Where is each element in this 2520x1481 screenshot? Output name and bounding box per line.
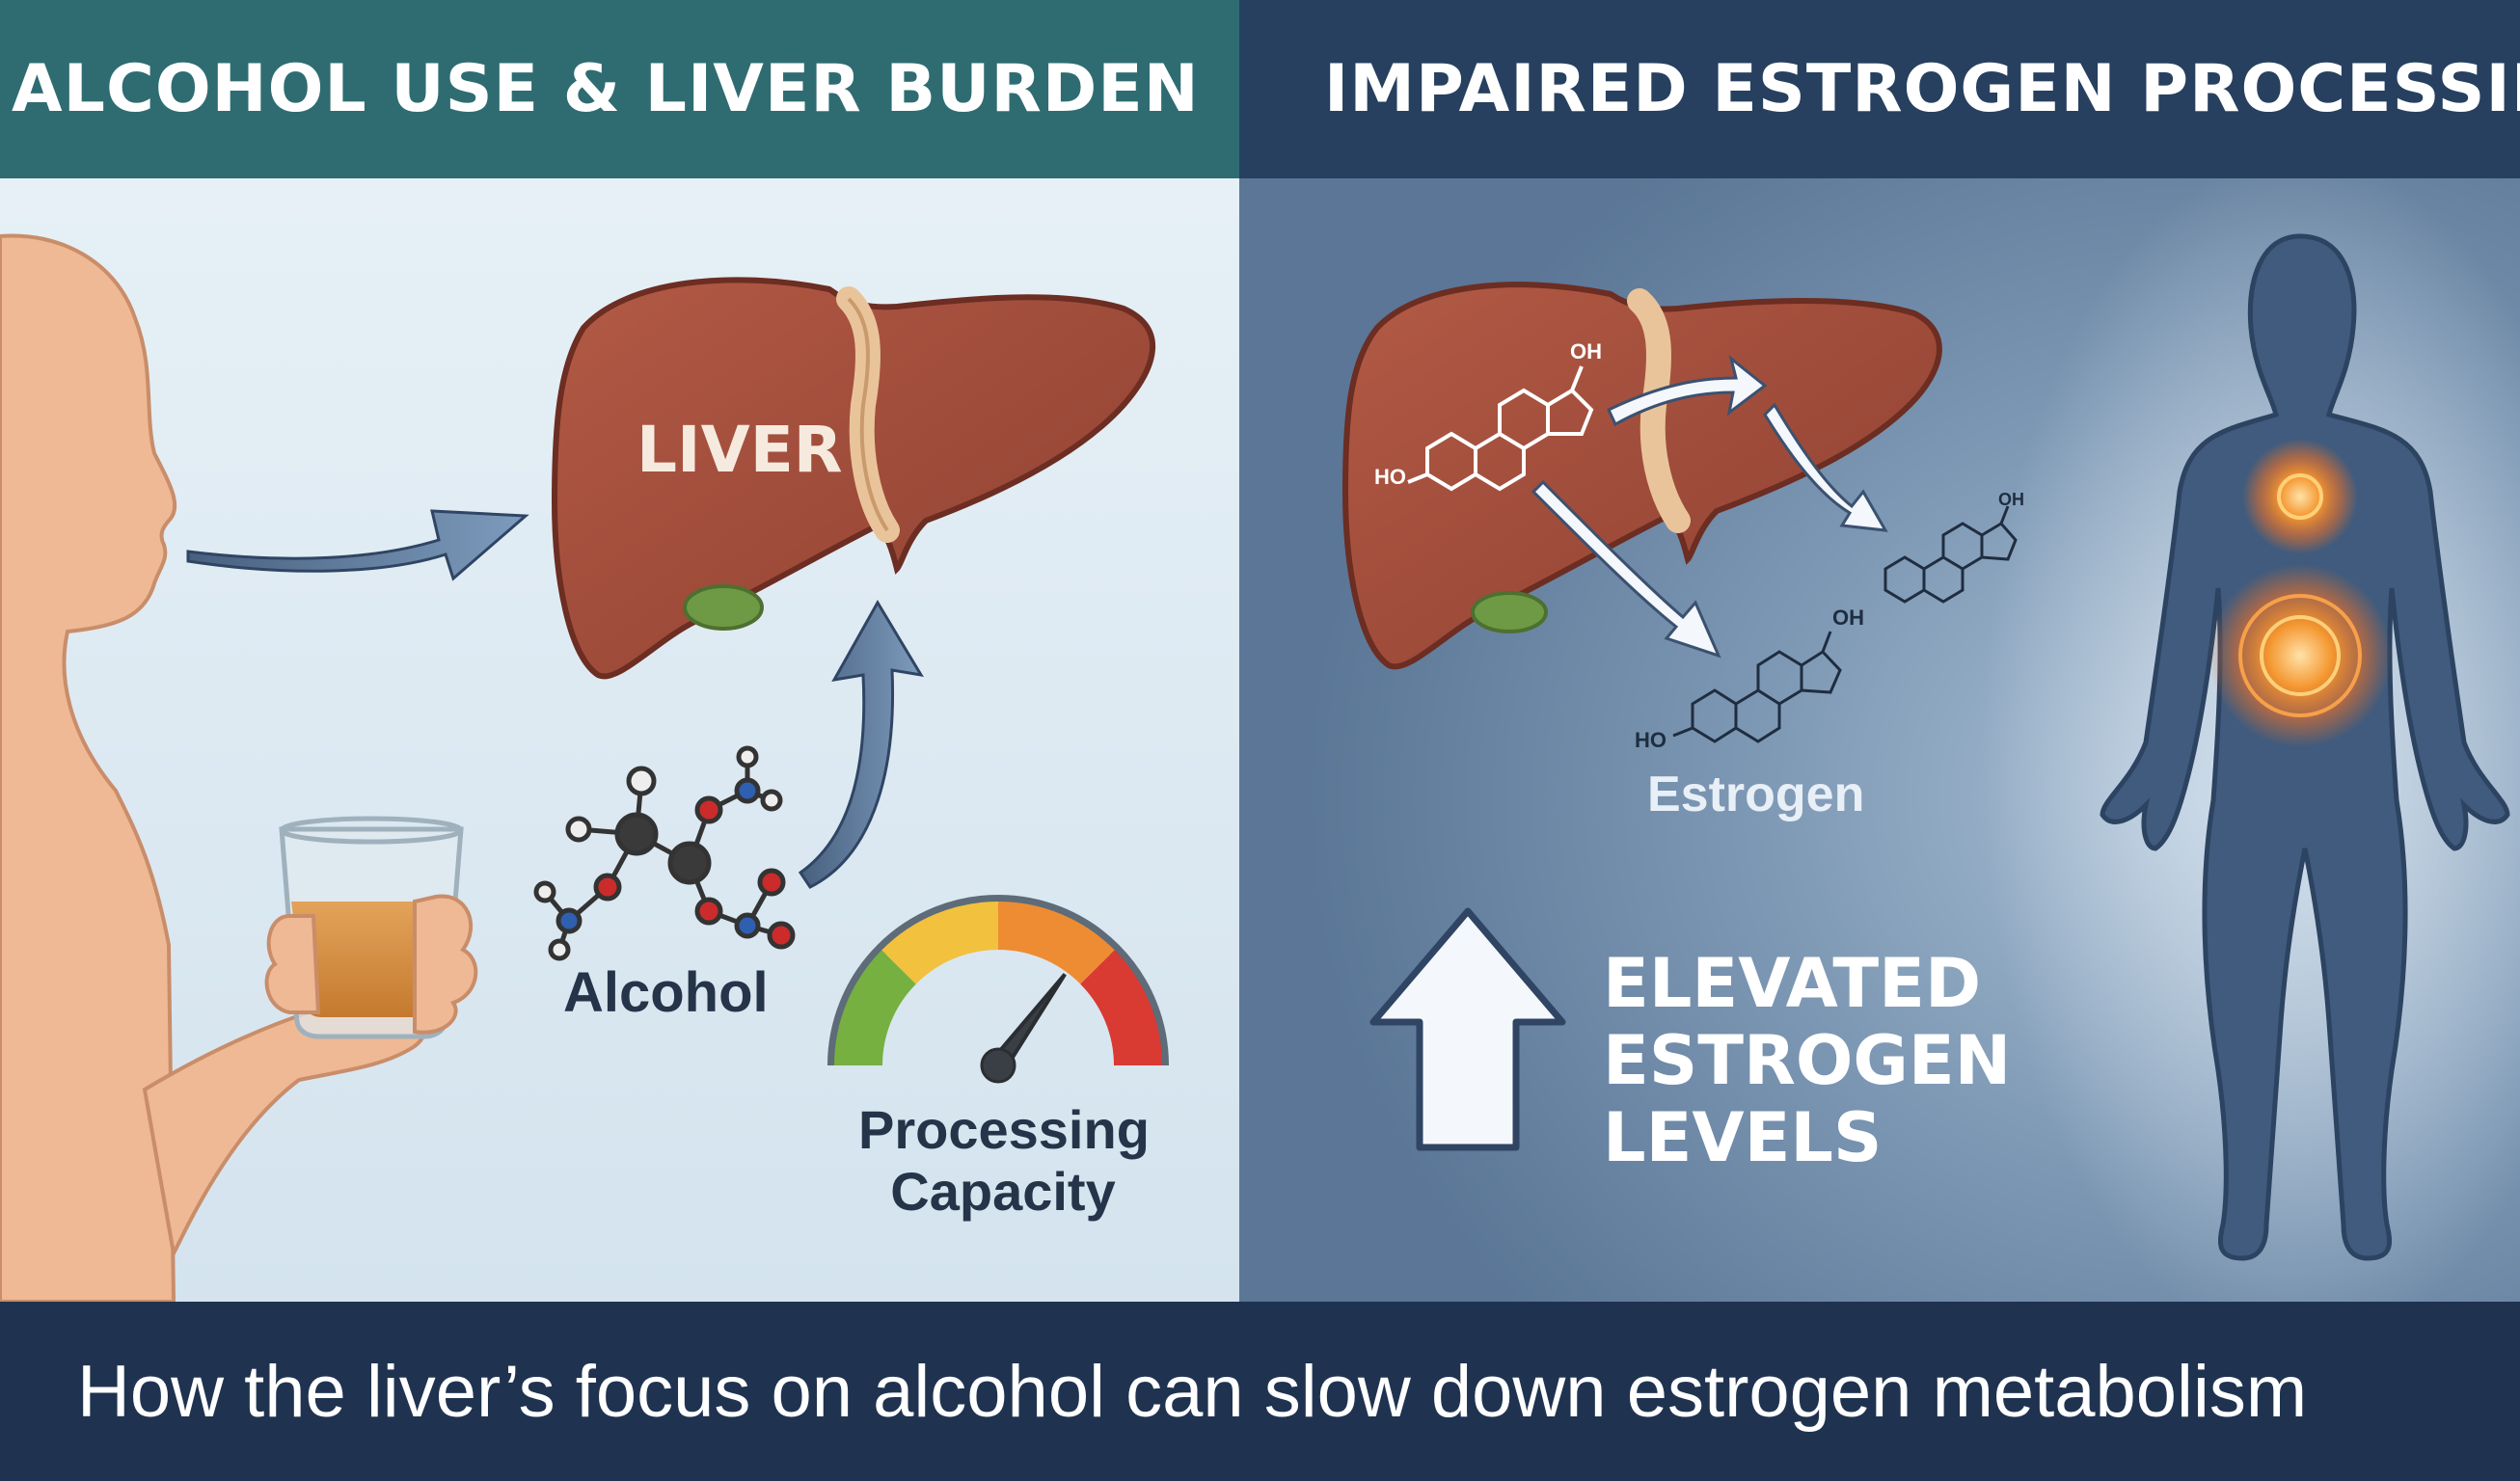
body-silhouette-icon bbox=[2100, 233, 2510, 1261]
footer-bar: How the liver’s focus on alcohol can slo… bbox=[0, 1302, 2520, 1481]
estrogen-label: Estrogen bbox=[1647, 767, 1865, 822]
estrogen-molecule-icon bbox=[1672, 631, 1842, 743]
gauge-icon bbox=[827, 895, 1169, 1084]
right-header: IMPAIRED ESTROGEN PROCESSING bbox=[1239, 0, 2520, 178]
alcohol-label: Alcohol bbox=[563, 961, 769, 1024]
liver-icon bbox=[551, 277, 1155, 680]
oh-label: OH bbox=[1998, 490, 2024, 509]
person-silhouette-icon bbox=[0, 233, 429, 1304]
oh-label: OH bbox=[1832, 606, 1864, 630]
hand-icon bbox=[264, 894, 478, 1035]
up-arrow-icon bbox=[1369, 907, 1566, 1151]
estrogen-flow-arrows bbox=[1531, 355, 1888, 659]
estrogen-molecule-icon bbox=[1407, 365, 1594, 492]
elevated-estrogen-label: ELEVATED ESTROGEN LEVELS bbox=[1603, 944, 2012, 1177]
processing-capacity-label: Processing Capacity bbox=[858, 1099, 1150, 1222]
molecule-icon bbox=[533, 745, 796, 961]
caption: How the liver’s focus on alcohol can slo… bbox=[77, 1350, 2308, 1433]
arrow-molecule-to-liver bbox=[798, 600, 924, 889]
ho-label: HO bbox=[1635, 728, 1666, 752]
left-header: ALCOHOL USE & LIVER BURDEN bbox=[0, 0, 1239, 178]
arrow-to-liver bbox=[186, 509, 529, 581]
ho-label: HO bbox=[1374, 465, 1406, 489]
liver-label: LIVER bbox=[637, 413, 843, 487]
estrogen-molecule-icon bbox=[1883, 505, 2018, 604]
oh-label: OH bbox=[1570, 339, 1602, 364]
